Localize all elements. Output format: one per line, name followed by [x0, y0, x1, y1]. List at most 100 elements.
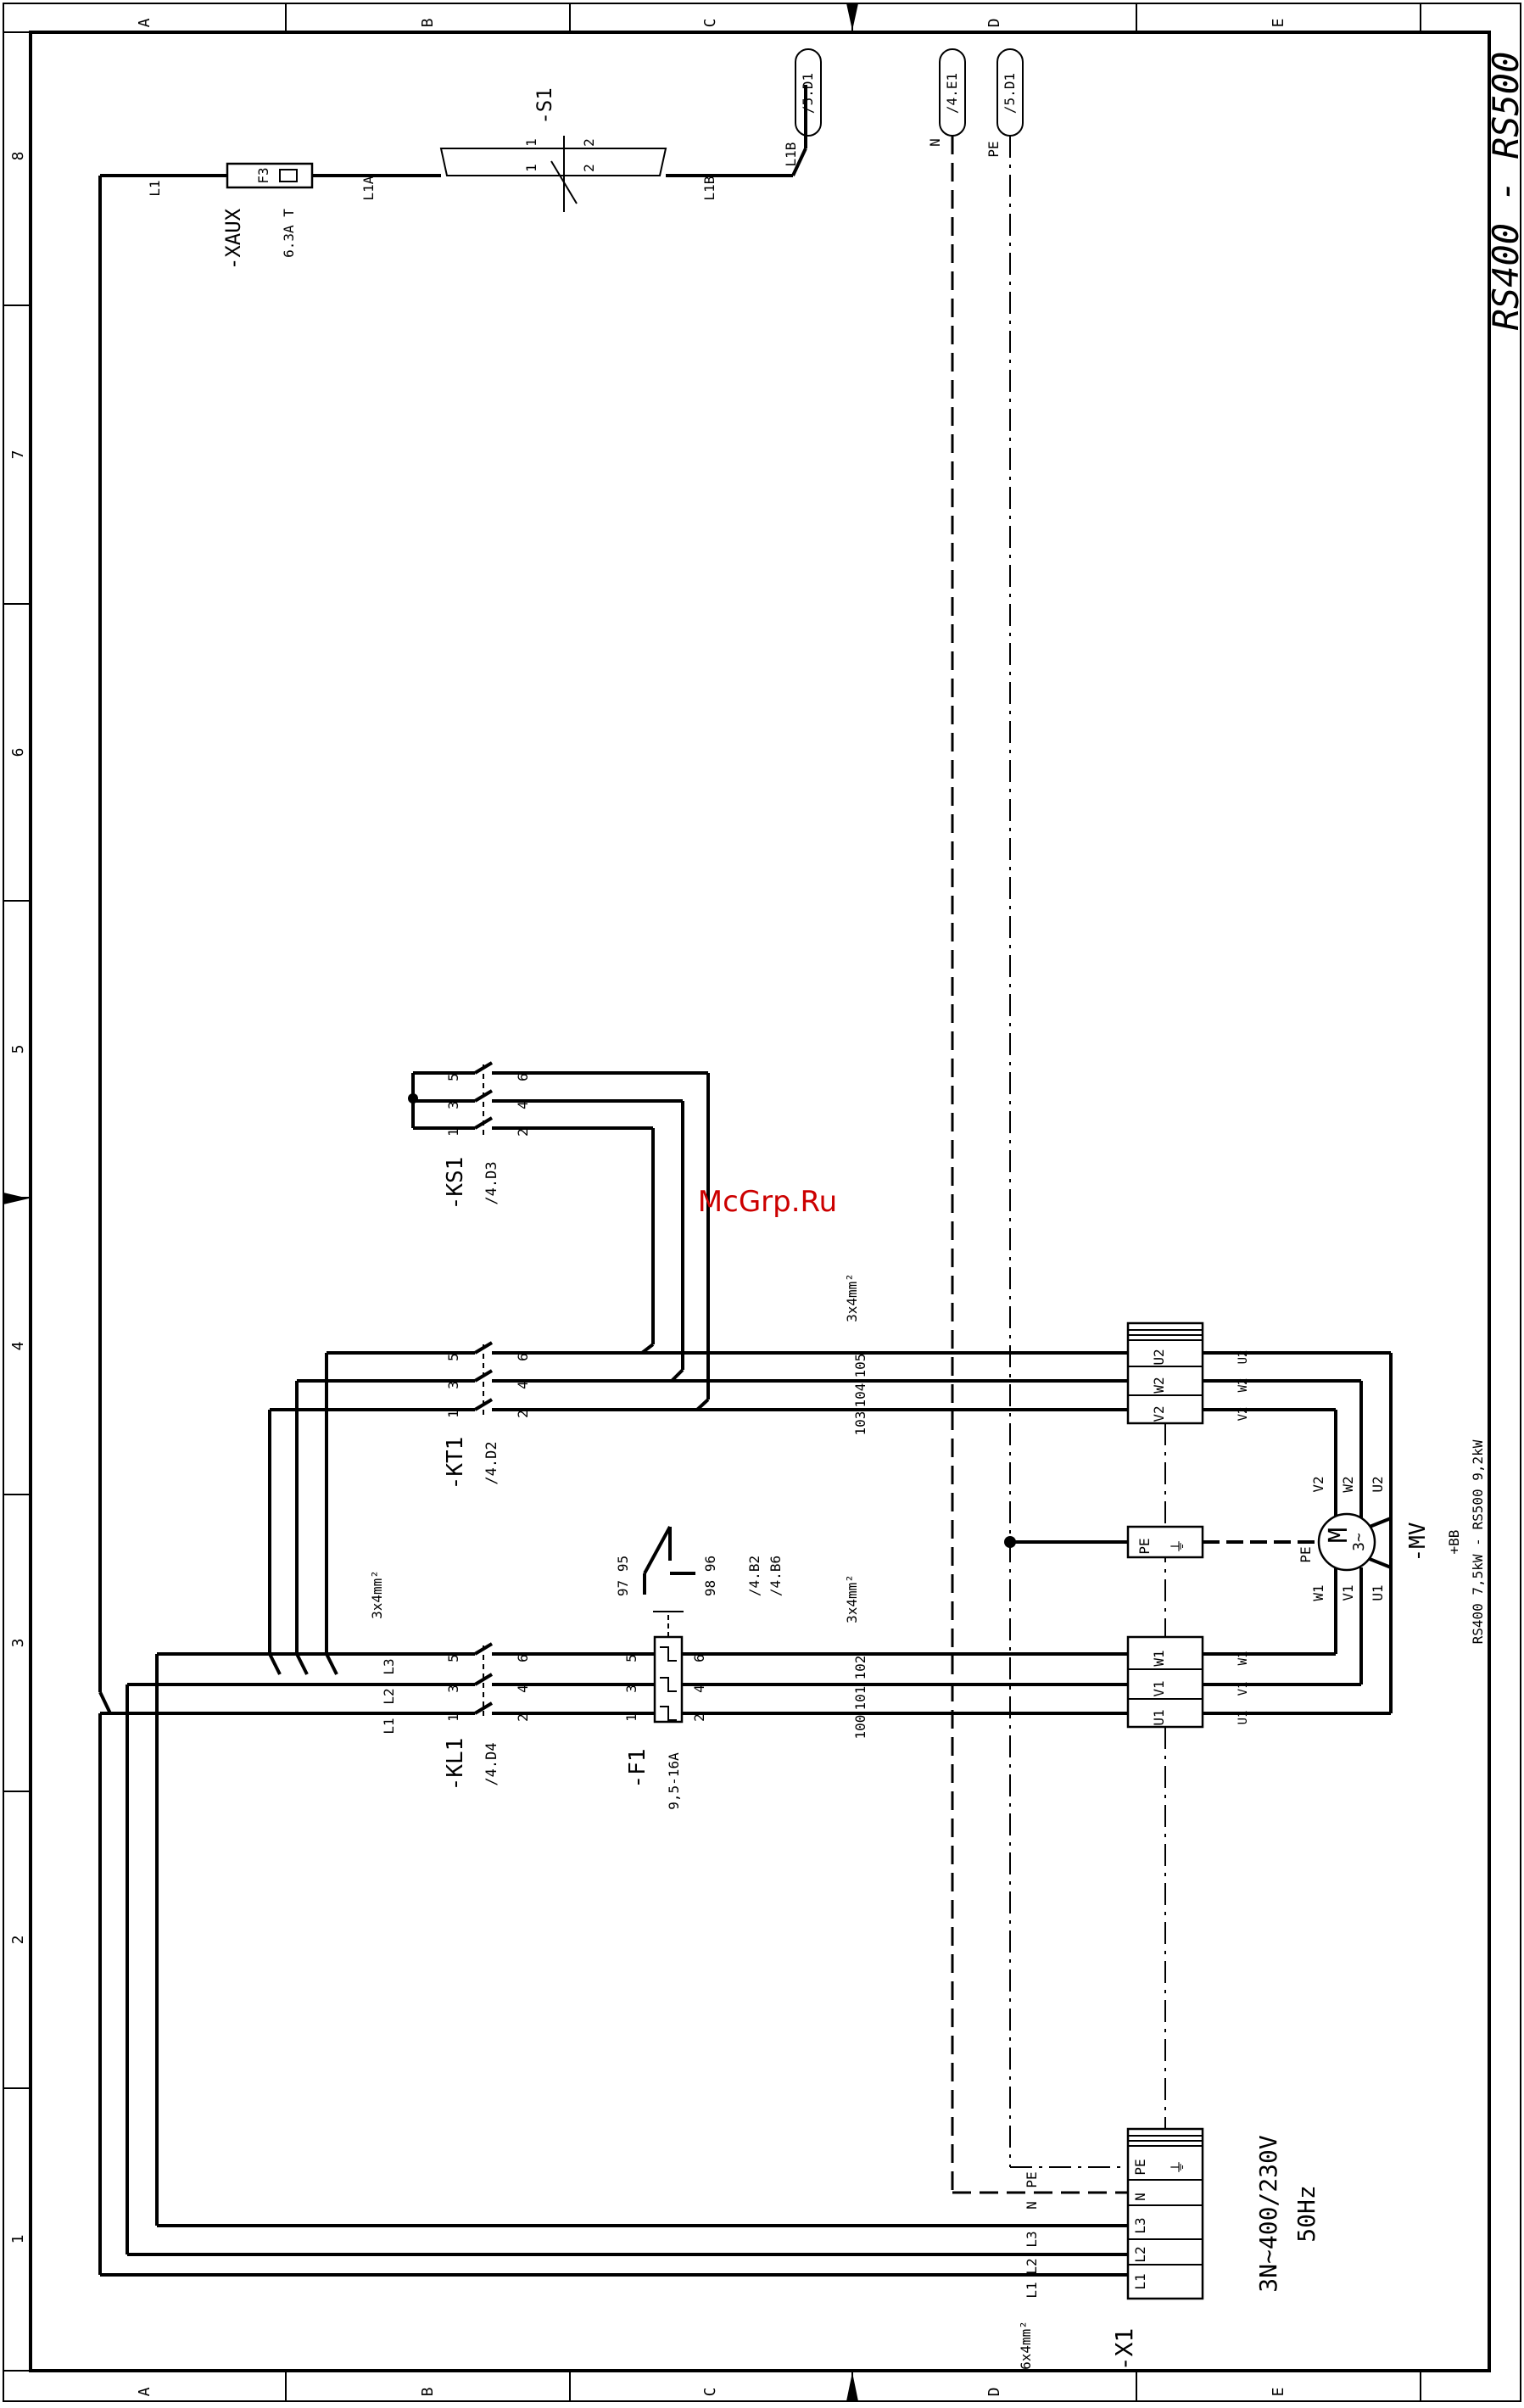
row-label: B [419, 2388, 437, 2397]
kl1-cable-section: 3x4mm² [369, 1570, 385, 1619]
motor-symbol [1317, 1512, 1376, 1572]
kl1-phase: L3 [381, 1658, 397, 1674]
ref-label: /5.D1 [800, 73, 816, 114]
column-label: 2 [9, 1936, 27, 1945]
kl1-pin: 4 [515, 1684, 531, 1693]
ks1-ref: /4.D3 [483, 1161, 500, 1204]
column-label: 7 [9, 450, 27, 460]
kt1-pin: 3 [445, 1381, 461, 1389]
terminal-block-lower [1126, 1635, 1204, 1729]
wire-label-l1: L1 [147, 180, 163, 196]
kl1-pin: 3 [445, 1684, 461, 1693]
cable-lower-section: 3x4mm² [844, 1574, 860, 1623]
switch-s1-pin: 1 [523, 164, 539, 172]
x1-terminal: L1 [1132, 2273, 1148, 2289]
kt1-pin: 6 [515, 1353, 531, 1361]
row-label: D [985, 19, 1003, 28]
motor-ext-pin: W1 [1237, 1651, 1250, 1666]
column-label: 3 [9, 1639, 27, 1648]
switch-s1-tag: -S1 [533, 87, 556, 124]
ks1-pin: 5 [445, 1073, 461, 1081]
kl1-pin: 6 [515, 1654, 531, 1662]
motor-pin: V2 [1310, 1476, 1326, 1492]
x1-tag: -X1 [1110, 2328, 1138, 2372]
motor-pin: V1 [1340, 1584, 1356, 1601]
column-label: 8 [9, 152, 27, 161]
x1-wire: L3 [1024, 2231, 1040, 2247]
watermark: McGrp.Ru [698, 1185, 837, 1219]
kl1-ref: /4.D4 [483, 1742, 500, 1785]
row-label: D [985, 2388, 1003, 2397]
ks1-pin: 3 [445, 1101, 461, 1109]
f1-pin: 6 [691, 1654, 707, 1662]
motor-pin: U1 [1370, 1584, 1386, 1601]
f1-aux-contact: 98 96 [702, 1556, 718, 1596]
x1-terminal: PE [1132, 2159, 1148, 2175]
drawing-frame [3, 3, 1521, 2402]
f1-range: 9,5-16A [666, 1752, 682, 1810]
f1-aux-ref: /4.B2 [746, 1556, 762, 1596]
kt1-pin: 1 [445, 1410, 461, 1418]
ground-icon: ⏚ [1170, 1539, 1187, 1554]
motor-ext-pin: U1 [1237, 1711, 1250, 1725]
drawing-title: RS400 - RS500 [1485, 52, 1524, 331]
row-label: C [701, 19, 719, 28]
motor-ext-pin: W2 [1237, 1378, 1250, 1393]
cable-wire: 104 [852, 1383, 868, 1408]
kt1-pin: 4 [515, 1381, 531, 1389]
f1-pin: 2 [691, 1713, 707, 1722]
wire-label-n: N [927, 138, 943, 147]
ks1-pin: 2 [515, 1128, 531, 1137]
column-label: 5 [9, 1045, 27, 1054]
x1-wire: N [1024, 2201, 1040, 2210]
f1-pin: 5 [623, 1654, 639, 1662]
terminal-label: W1 [1151, 1650, 1167, 1666]
supply-voltage: 3N~400/230V [1254, 2135, 1282, 2293]
x1-terminal: L2 [1132, 2246, 1148, 2262]
motor-ext-pin: V1 [1237, 1682, 1250, 1696]
motor-pin: U2 [1370, 1476, 1386, 1492]
fuse-f3 [226, 162, 314, 189]
kl1-phase: L1 [381, 1718, 397, 1734]
kl1-pin: 5 [445, 1654, 461, 1662]
fuse-f3-label: F3 [255, 167, 271, 183]
f1-pin: 4 [691, 1684, 707, 1693]
x1-terminal: L3 [1132, 2217, 1148, 2233]
wire-label-pe: PE [985, 141, 1002, 157]
cable-wire: 100 [852, 1715, 868, 1740]
aux-circuit [98, 48, 822, 1692]
motor-ext-pin: V2 [1237, 1407, 1250, 1422]
row-labels: A B C D E A B C D E [136, 18, 1287, 2396]
ref-label: /5.D1 [1002, 73, 1018, 114]
kl1-tag: -KL1 [443, 1738, 468, 1791]
motor-tag: -MV [1405, 1522, 1431, 1562]
terminal-label: U2 [1151, 1349, 1167, 1365]
power-wiring [98, 1061, 1393, 2300]
terminal-block-x1 [1126, 2127, 1204, 2300]
ref-capsule-l1b [795, 48, 822, 137]
f1-pin: 3 [623, 1684, 639, 1693]
cable-wire: 102 [852, 1656, 868, 1680]
cable-wire: 101 [852, 1686, 868, 1711]
x1-cable-section: 6x4mm² [1018, 2321, 1034, 2370]
terminal-label: W2 [1151, 1377, 1167, 1393]
row-label: E [1270, 2388, 1287, 2397]
x1-wire: PE [1024, 2171, 1040, 2187]
ks1-tag: -KS1 [443, 1157, 468, 1210]
motor-ext-pin: U2 [1237, 1350, 1250, 1365]
f1-tag: -F1 [625, 1749, 650, 1789]
cable-wire: 105 [852, 1354, 868, 1378]
row-label: A [136, 2387, 154, 2396]
row-label: E [1270, 19, 1287, 28]
kt1-pin: 5 [445, 1353, 461, 1361]
cable-upper-section: 3x4mm² [844, 1273, 860, 1322]
motor-symbol-m: M [1324, 1528, 1354, 1543]
row-label: A [136, 18, 154, 27]
ks1-pin: 6 [515, 1073, 531, 1081]
supply-frequency: 50Hz [1292, 2185, 1320, 2242]
terminal-pe-motor [1126, 1525, 1204, 1559]
motor-location: +BB [1446, 1530, 1462, 1555]
f1-aux-ref: /4.B6 [768, 1556, 784, 1596]
switch-s1-pin: 2 [581, 138, 597, 147]
